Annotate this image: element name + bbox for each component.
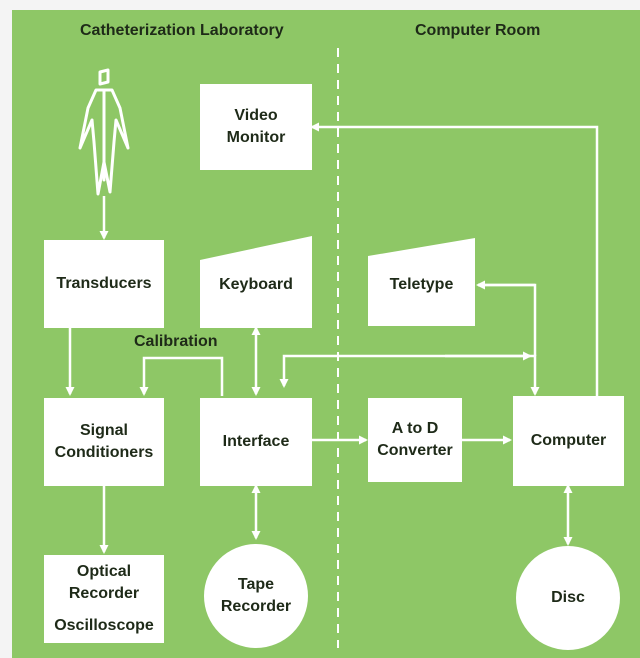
- teletype-block-shape: [368, 238, 475, 326]
- tape-recorder-circle: [204, 544, 308, 648]
- transducers-block: Transducers: [44, 240, 164, 328]
- disc-circle: [516, 546, 620, 650]
- teletype-label: Teletype: [389, 276, 454, 293]
- tape-recorder-label: Tape Recorder: [204, 574, 308, 618]
- interface-block: Interface: [200, 398, 312, 486]
- video-monitor-label-line1: Video: [234, 107, 278, 124]
- arrow-teletype-computer: [478, 283, 537, 356]
- tape-recorder-label-line2: Recorder: [220, 598, 292, 615]
- oscilloscope-label: Oscilloscope: [54, 617, 154, 634]
- interface-label: Interface: [222, 433, 290, 450]
- keyboard-label: Keyboard: [219, 276, 293, 293]
- atod-label-line1: A to D: [391, 420, 439, 437]
- tape-recorder-label-line1: Tape: [237, 576, 275, 593]
- atod-label-line2: Converter: [377, 442, 453, 459]
- disc-label: Disc: [551, 589, 585, 606]
- computer-room-section-title: Computer Room: [415, 22, 541, 39]
- computer-block: Computer: [513, 396, 624, 486]
- optical-recorder-label-line2: Recorder: [68, 585, 140, 602]
- lab-section-title: Catheterization Laboratory: [80, 22, 284, 39]
- arrow-computer-to-video-monitor: [310, 122, 599, 396]
- video-monitor-label-line2: Monitor: [226, 129, 286, 146]
- optical-recorder-block: Optical Recorder: [44, 555, 164, 643]
- computer-label: Computer: [530, 432, 607, 449]
- optical-recorder-label-line1: Optical: [76, 563, 132, 580]
- human-figure-icon: [78, 68, 130, 196]
- atod-converter-block: A to D Converter: [368, 398, 462, 482]
- arrow-interface-computer-bus: [279, 354, 540, 396]
- signal-conditioners-label-line2: Conditioners: [54, 444, 154, 461]
- transducers-label: Transducers: [56, 275, 152, 292]
- signal-conditioners-label-line1: Signal: [79, 422, 128, 439]
- calibration-label: Calibration: [134, 333, 218, 350]
- calibration-arrow: [139, 356, 224, 396]
- keyboard-block-shape: [200, 236, 312, 328]
